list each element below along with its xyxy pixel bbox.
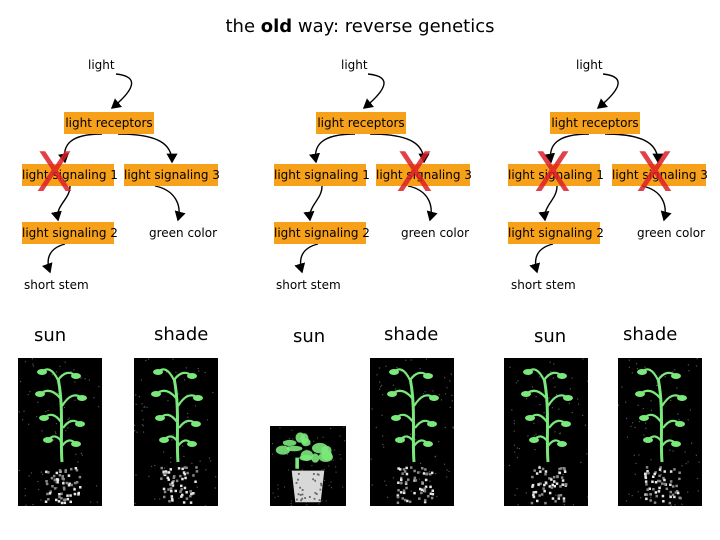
arrow-signal3-to-green-3 <box>641 185 672 222</box>
plant-photo-col1-shade <box>134 358 218 506</box>
page-title: the old way: reverse genetics <box>225 16 495 37</box>
sun-label: sun <box>293 326 326 347</box>
arrow-signal2-to-shortstem-1 <box>41 243 66 274</box>
shade-label: shade <box>623 324 678 345</box>
light-signaling-3-box: light signaling 3 <box>124 164 220 186</box>
arrow-receptors-to-signal1-1 <box>58 133 103 164</box>
light-label: light <box>88 58 115 72</box>
green-color-label: green color <box>148 226 218 240</box>
arrow-signal1-to-signal2-1 <box>50 185 71 222</box>
plant-photo-col3-shade <box>618 358 702 506</box>
arrow-light-to-receptors-3 <box>596 73 619 109</box>
arrow-signal3-to-green-1 <box>154 185 186 222</box>
sun-label: sun <box>34 325 67 346</box>
light-signaling-1-box: light signaling 1 <box>274 164 370 186</box>
short-stem-label: short stem <box>511 278 576 292</box>
light-signaling-1-box: light signaling 1 <box>22 164 118 186</box>
plant-photo-col1-sun <box>18 358 102 506</box>
short-stem-label: short stem <box>276 278 341 292</box>
light-signaling-3-box: light signaling 3 <box>612 164 708 186</box>
plant-photo-col3-sun <box>504 358 588 506</box>
shade-label: shade <box>384 324 439 345</box>
arrow-signal2-to-shortstem-2 <box>294 243 319 274</box>
green-color-label: green color <box>636 226 706 240</box>
arrow-signal2-to-shortstem-3 <box>529 243 554 274</box>
arrow-light-to-receptors-1 <box>110 73 133 109</box>
sun-label: sun <box>534 326 567 347</box>
arrow-receptors-to-signal3-3 <box>604 133 664 164</box>
plant-photo-col2-shade <box>370 358 454 506</box>
light-signaling-3-box: light signaling 3 <box>376 164 472 186</box>
arrow-receptors-to-signal3-2 <box>369 133 430 164</box>
arrow-signal1-to-signal2-3 <box>538 185 558 222</box>
light-label: light <box>341 58 368 72</box>
arrow-receptors-to-signal1-3 <box>544 133 590 164</box>
short-stem-label: short stem <box>24 278 89 292</box>
arrow-receptors-to-signal3-1 <box>117 133 178 164</box>
arrow-signal3-to-green-2 <box>407 185 438 222</box>
light-signaling-2-box: light signaling 2 <box>274 222 370 244</box>
arrow-signal1-to-signal2-2 <box>303 185 323 222</box>
light-receptors-box: light receptors <box>550 112 640 134</box>
arrow-light-to-receptors-2 <box>362 73 385 109</box>
plant-photo-col2-sun <box>270 426 346 506</box>
light-receptors-box: light receptors <box>64 112 154 134</box>
arrow-receptors-to-signal1-2 <box>309 133 356 164</box>
green-color-label: green color <box>400 226 470 240</box>
light-signaling-2-box: light signaling 2 <box>22 222 118 244</box>
light-receptors-box: light receptors <box>316 112 406 134</box>
light-signaling-2-box: light signaling 2 <box>508 222 604 244</box>
light-signaling-1-box: light signaling 1 <box>508 164 604 186</box>
light-label: light <box>576 58 603 72</box>
shade-label: shade <box>154 324 209 345</box>
